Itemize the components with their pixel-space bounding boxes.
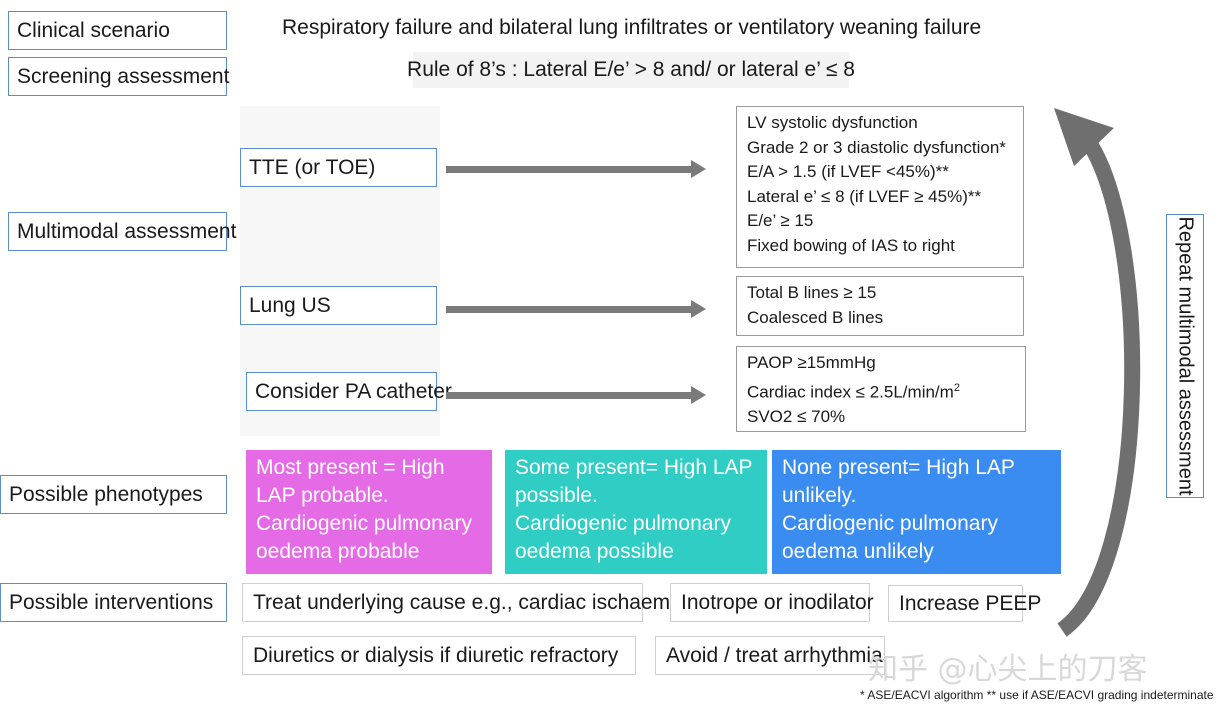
- repeat-curved-arrow: [1054, 108, 1141, 637]
- repeat-assessment-label: Repeat multimodal assessment: [1174, 216, 1197, 496]
- phenotype-high-lap-probable: Most present = High LAP probable. Cardio…: [246, 450, 492, 574]
- arrow-lung-us: [446, 300, 706, 318]
- row-label-possible-phenotypes: Possible phenotypes: [0, 475, 227, 514]
- phenotype-line1: None present= High LAP unlikely.: [782, 456, 1015, 507]
- phenotype-high-lap-possible: Some present= High LAP possible. Cardiog…: [505, 450, 767, 574]
- finding-svo2: SVO2 ≤ 70%: [747, 406, 846, 426]
- finding-paop: PAOP ≥15mmHg: [747, 353, 876, 372]
- cardiac-index-superscript: 2: [953, 381, 960, 394]
- footnote: * ASE/EACVI algorithm ** use if ASE/EACV…: [860, 688, 1214, 702]
- finding-ea-ratio: E/A > 1.5 (if LVEF <45%)**: [747, 162, 949, 181]
- row-label-clinical-scenario: Clinical scenario: [8, 11, 227, 50]
- findings-lung-us-panel: Total B lines ≥ 15 Coalesced B lines: [736, 276, 1024, 336]
- phenotype-line2: Cardiogenic pulmonary oedema probable: [256, 512, 472, 563]
- modality-lung-us: Lung US: [240, 286, 437, 325]
- phenotype-line1: Most present = High LAP probable.: [256, 456, 445, 507]
- finding-e-e-ratio: E/e’ ≥ 15: [747, 211, 814, 230]
- watermark-text: 知乎 @心尖上的刀客: [868, 652, 1148, 687]
- finding-diastolic-grade: Grade 2 or 3 diastolic dysfunction*: [747, 137, 1006, 157]
- modality-tte: TTE (or TOE): [240, 148, 437, 187]
- findings-tte-panel: LV systolic dysfunction Grade 2 or 3 dia…: [736, 106, 1024, 268]
- intervention-inotrope: Inotrope or inodilator: [670, 583, 874, 622]
- finding-lv-systolic: LV systolic dysfunction: [747, 113, 918, 132]
- cardiac-index-text: Cardiac index ≤ 2.5L/min/m: [747, 382, 954, 402]
- intervention-treat-cause: Treat underlying cause e.g., cardiac isc…: [242, 583, 686, 622]
- row-label-screening-assessment: Screening assessment: [8, 57, 229, 96]
- modality-pa-catheter: Consider PA catheter: [246, 372, 452, 411]
- intervention-increase-peep: Increase PEEP: [888, 585, 1041, 622]
- phenotype-line2: Cardiogenic pulmonary oedema possible: [515, 512, 731, 563]
- finding-ias-bowing: Fixed bowing of IAS to right: [747, 235, 955, 255]
- phenotype-line1: Some present= High LAP possible.: [515, 456, 753, 507]
- clinical-scenario-text: Respiratory failure and bilateral lung i…: [282, 16, 982, 39]
- row-label-multimodal-assessment: Multimodal assessment: [8, 212, 236, 251]
- repeat-assessment-box: Repeat multimodal assessment: [1166, 214, 1204, 498]
- intervention-arrhythmias: Avoid / treat arrhythmias: [655, 636, 885, 675]
- finding-total-b-lines: Total B lines ≥ 15: [747, 283, 877, 302]
- phenotype-high-lap-unlikely: None present= High LAP unlikely. Cardiog…: [772, 450, 1061, 574]
- screening-rule-text: Rule of 8’s : Lateral E/e’ > 8 and/ or l…: [407, 52, 855, 88]
- arrow-pa-catheter: [446, 386, 706, 404]
- finding-coalesced-b-lines: Coalesced B lines: [747, 307, 884, 327]
- findings-pa-panel: PAOP ≥15mmHg Cardiac index ≤ 2.5L/min/m2…: [736, 346, 1026, 432]
- phenotype-line2: Cardiogenic pulmonary oedema unlikely: [782, 512, 998, 563]
- arrow-tte: [446, 160, 706, 178]
- finding-cardiac-index: Cardiac index ≤ 2.5L/min/m2: [747, 376, 1015, 405]
- finding-lateral-e: Lateral e’ ≤ 8 (if LVEF ≥ 45%)**: [747, 186, 982, 206]
- row-label-possible-interventions: Possible interventions: [0, 583, 227, 622]
- intervention-diuretics: Diuretics or dialysis if diuretic refrac…: [242, 636, 636, 675]
